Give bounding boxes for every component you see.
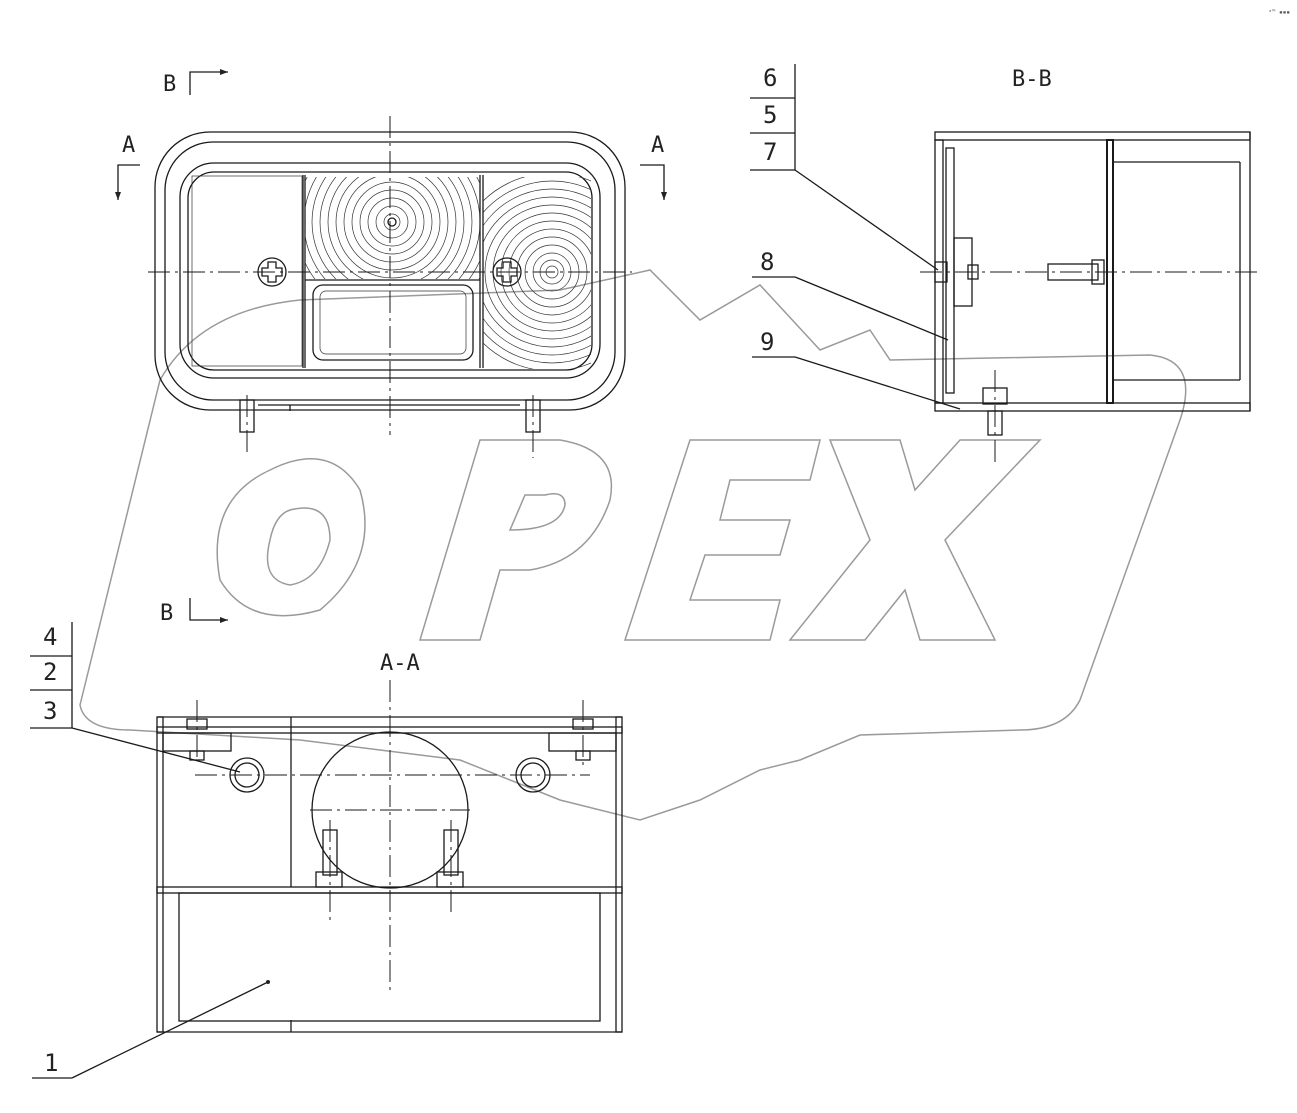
section-aa-view: A-A (156, 651, 623, 1033)
callout-8: 8 (752, 248, 949, 341)
section-marker-b-top: B (163, 69, 228, 97)
callout-stack-423: 4 2 3 (30, 622, 241, 773)
corner-mark: ᵃ™ ▪▪▪ (1268, 9, 1290, 16)
section-marker-b-bottom: B (160, 598, 228, 626)
callout-8-label: 8 (760, 248, 774, 276)
callout-9-label: 9 (760, 328, 774, 356)
callout-9: 9 (752, 328, 961, 410)
lens-grid-segment (191, 175, 303, 367)
watermark-letter-p (418, 439, 613, 641)
callout-3: 3 (43, 697, 57, 725)
callout-stack-675: 6 5 7 (750, 64, 939, 271)
callout-1: 1 (32, 980, 270, 1079)
nut-right-icon (515, 757, 551, 793)
watermark: OPEX (79, 269, 1187, 821)
gear-outline (79, 269, 1187, 821)
callout-1-label: 1 (44, 1049, 58, 1077)
front-view (148, 116, 632, 458)
watermark-letter-o (216, 458, 366, 617)
section-bb-view: B-B (920, 67, 1262, 462)
section-title-bb: B-B (1012, 67, 1052, 92)
section-letter-b-bottom: B (160, 601, 173, 626)
callout-5: 5 (763, 101, 777, 129)
callout-7: 7 (763, 138, 777, 166)
reflector-hex-pattern (319, 290, 467, 355)
lens-concentric-segment (305, 177, 480, 279)
callout-4: 4 (43, 623, 57, 651)
section-letter-b-top: B (163, 72, 176, 97)
watermark-letter-e (623, 439, 821, 641)
screw-right-icon (492, 257, 522, 287)
section-letter-a-left: A (122, 133, 135, 158)
watermark-letter-x (788, 439, 1042, 641)
reflector-frame (312, 284, 474, 361)
section-title-aa: A-A (380, 651, 420, 676)
callout-2: 2 (43, 658, 57, 686)
callout-6: 6 (763, 64, 777, 92)
section-marker-a-left: A (115, 133, 140, 200)
section-marker-a-right: A (640, 133, 667, 200)
nut-left-icon (229, 757, 265, 793)
section-letter-a-right: A (651, 133, 664, 158)
watermark-text: OPEX (641, 555, 656, 562)
